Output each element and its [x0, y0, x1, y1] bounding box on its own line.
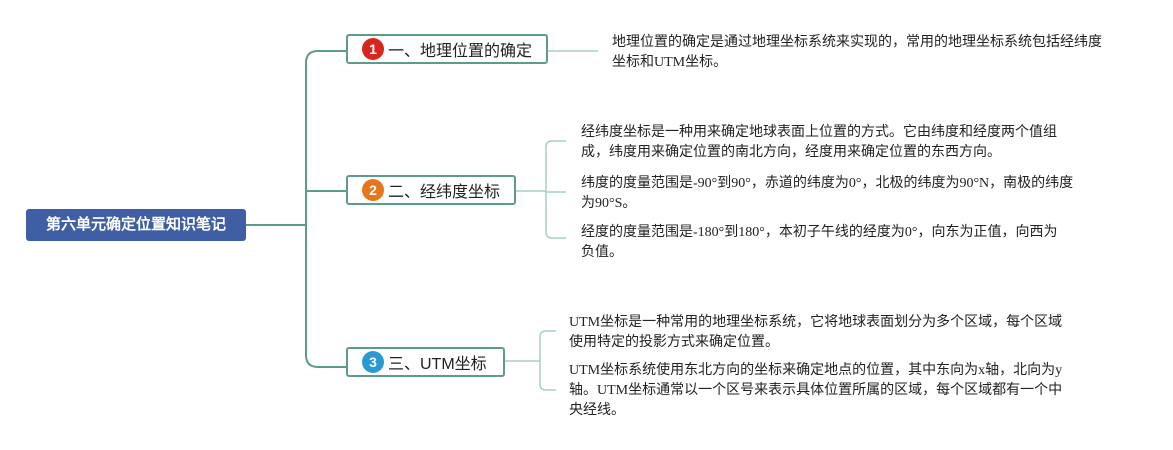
note-2-2[interactable]: 纬度的度量范围是-90°到90°，赤道的纬度为0°，北极的纬度为90°N，南极的… [581, 176, 1074, 211]
note-2-3[interactable]: 经度的度量范围是-180°到180°，本初子午线的经度为0°，向东为正值，向西为… [581, 225, 1058, 260]
root-node[interactable]: 第六单元确定位置知识笔记 [26, 209, 246, 241]
number-badge-2: 2 [362, 179, 384, 201]
note-3-2[interactable]: UTM坐标系统使用东北方向的坐标来确定地点的位置，其中东向为x轴，北向为y轴。U… [569, 363, 1063, 418]
branch-title-1: 一、地理位置的确定 [388, 43, 533, 60]
branch-node-2[interactable]: 2 二、经纬度坐标 [346, 175, 516, 205]
trunk-line [305, 50, 346, 368]
note-3-1[interactable]: UTM坐标是一种常用的地理坐标系统，它将地球表面划分为多个区域，每个区域使用特定… [569, 315, 1063, 350]
branch-node-1[interactable]: 1 一、地理位置的确定 [346, 34, 548, 64]
branch-node-3[interactable]: 3 三、UTM坐标 [346, 347, 505, 377]
number-badge-3: 3 [362, 351, 384, 373]
branch-2-fan [516, 140, 566, 239]
branch-3-fan [505, 330, 556, 391]
branch-title-2: 二、经纬度坐标 [388, 184, 501, 201]
branch-title-3: 三、UTM坐标 [388, 356, 487, 373]
number-badge-1: 1 [362, 38, 384, 60]
note-1-1[interactable]: 地理位置的确定是通过地理坐标系统来实现的，常用的地理坐标系统包括经纬度坐标和UT… [612, 35, 1102, 70]
note-2-1[interactable]: 经纬度坐标是一种用来确定地球表面上位置的方式。它由纬度和经度两个值组成，纬度用来… [581, 125, 1057, 160]
